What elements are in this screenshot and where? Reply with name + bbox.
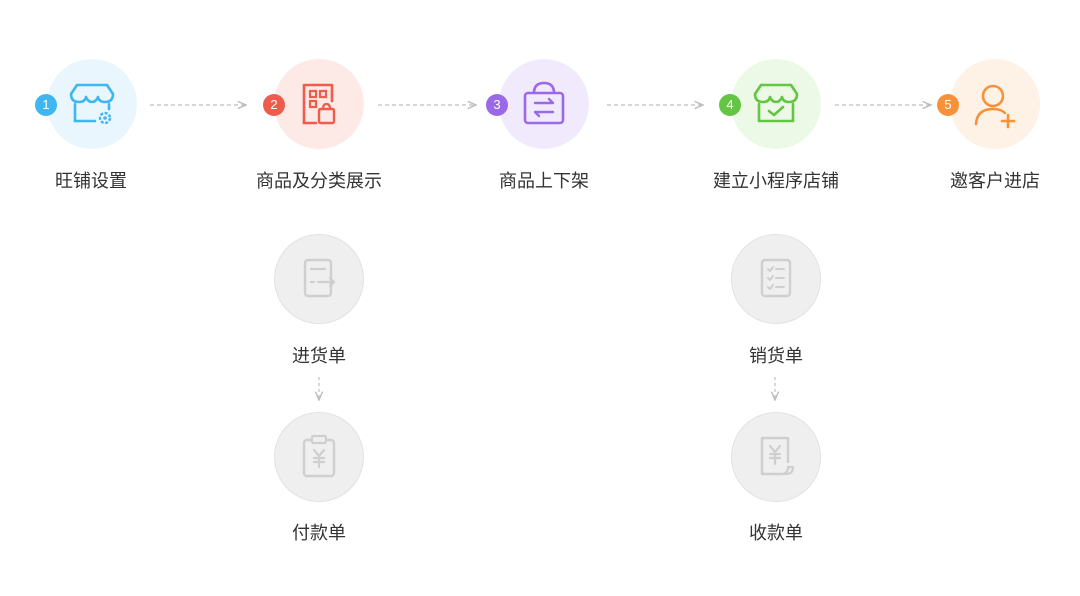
step-1-node[interactable] bbox=[47, 59, 137, 149]
step-2-badge: 2 bbox=[263, 94, 285, 116]
product-shelf-bag-icon bbox=[523, 81, 565, 125]
step-4-badge: 4 bbox=[719, 94, 741, 116]
step-1-label: 旺铺设置 bbox=[55, 171, 127, 192]
storefront-settings-icon bbox=[69, 83, 115, 125]
step-3-badge: 3 bbox=[486, 94, 508, 116]
step-3-label: 商品上下架 bbox=[499, 171, 589, 192]
receipt-voucher-icon bbox=[760, 436, 795, 476]
step-4-label: 建立小程序店铺 bbox=[713, 171, 839, 192]
step-5-label: 邀客户进店 bbox=[950, 171, 1040, 192]
sales-order-label: 销货单 bbox=[749, 346, 803, 367]
sales-order-node[interactable] bbox=[731, 234, 821, 324]
step-5-badge: 5 bbox=[937, 94, 959, 116]
payment-voucher-label: 付款单 bbox=[292, 523, 346, 544]
purchase-order-icon bbox=[303, 258, 336, 298]
payment-voucher-node[interactable] bbox=[274, 412, 364, 502]
sales-order-icon bbox=[760, 258, 792, 298]
step-2-label: 商品及分类展示 bbox=[256, 171, 382, 192]
step-1-badge: 1 bbox=[35, 94, 57, 116]
purchase-order-label: 进货单 bbox=[292, 346, 346, 367]
step-3-node[interactable] bbox=[499, 59, 589, 149]
step-5-node[interactable] bbox=[950, 59, 1040, 149]
receipt-voucher-node[interactable] bbox=[731, 412, 821, 502]
step-2-node[interactable] bbox=[274, 59, 364, 149]
invite-customer-icon bbox=[974, 84, 1016, 129]
product-category-icon bbox=[302, 83, 336, 125]
payment-voucher-icon bbox=[302, 434, 336, 478]
mini-program-store-icon bbox=[753, 83, 799, 123]
step-4-node[interactable] bbox=[731, 59, 821, 149]
purchase-order-node[interactable] bbox=[274, 234, 364, 324]
receipt-voucher-label: 收款单 bbox=[749, 523, 803, 544]
